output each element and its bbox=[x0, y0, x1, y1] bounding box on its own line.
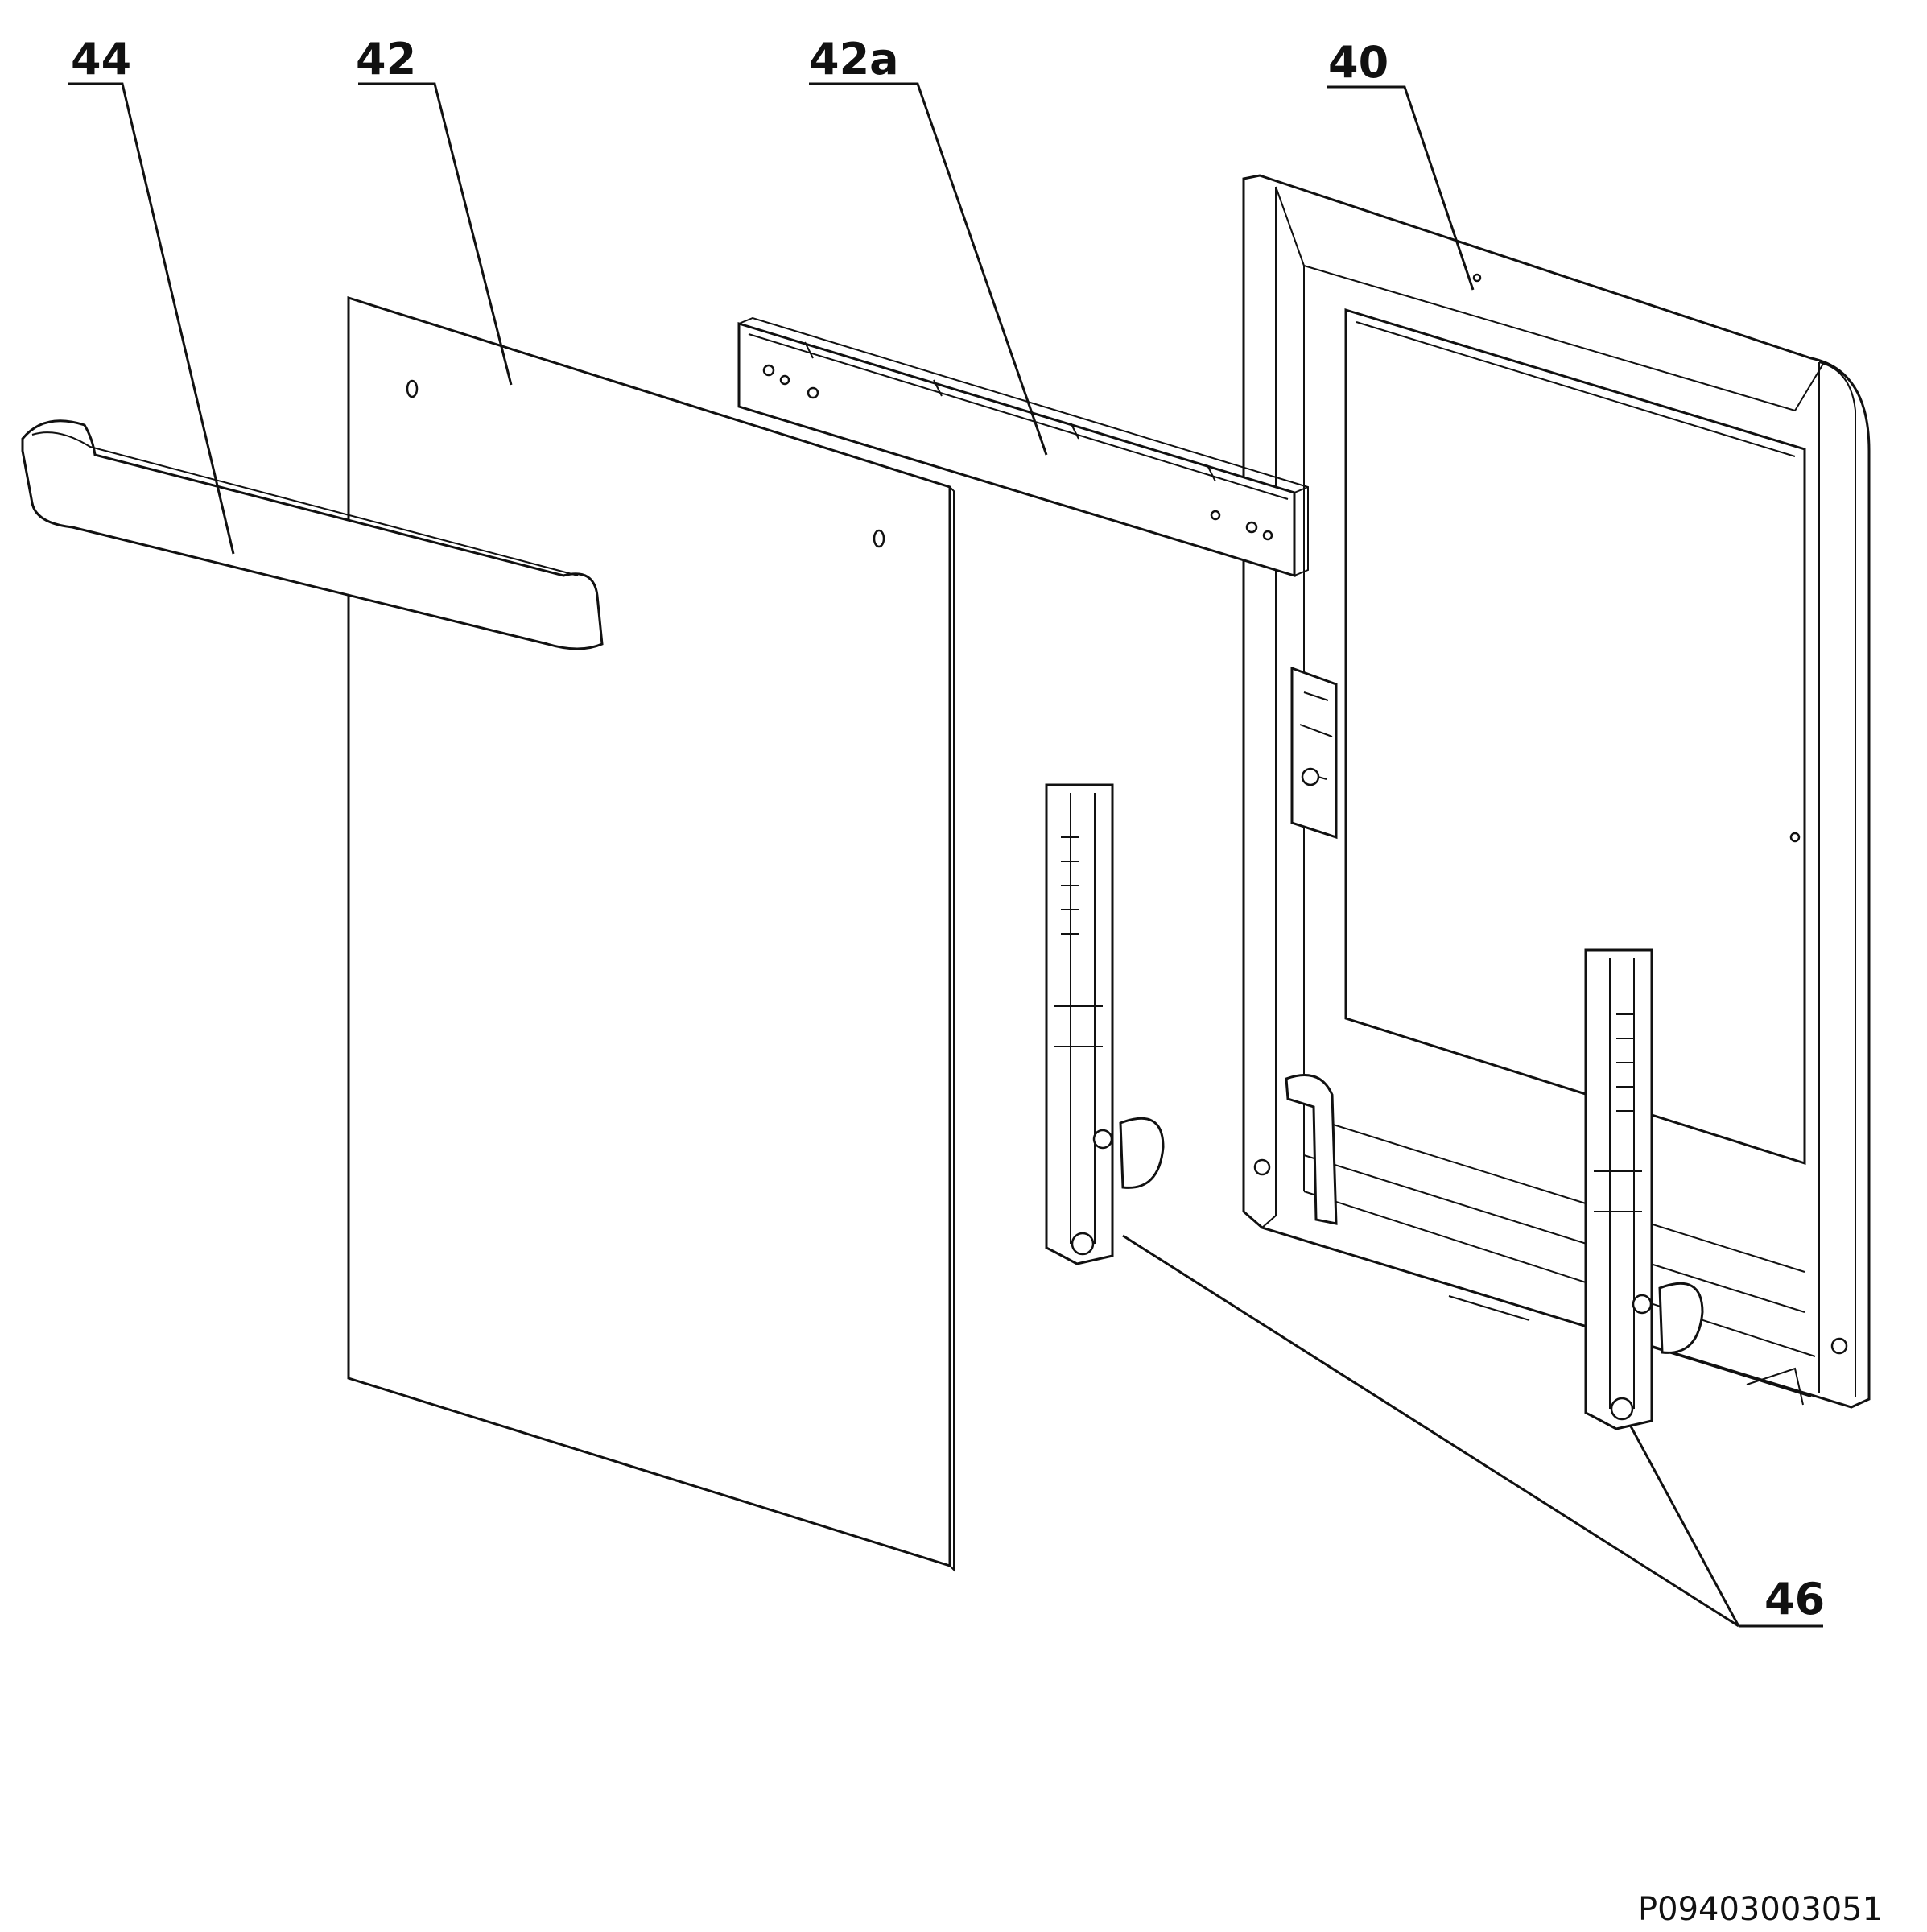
leader-40 bbox=[1327, 85, 1475, 291]
top-trim-part bbox=[737, 316, 1309, 578]
hinge-left-part bbox=[1045, 783, 1165, 1265]
outer-glass-part bbox=[347, 295, 955, 1572]
door-handle-part bbox=[21, 419, 604, 650]
callout-40: 40 bbox=[1328, 37, 1389, 88]
leader-42 bbox=[358, 82, 513, 386]
callout-46: 46 bbox=[1764, 1574, 1825, 1624]
callout-44: 44 bbox=[71, 34, 131, 85]
leader-lines bbox=[68, 82, 1823, 1628]
callout-42: 42 bbox=[356, 34, 416, 85]
hinge-right-part bbox=[1584, 948, 1704, 1430]
leader-42a bbox=[809, 82, 1048, 456]
leader-44 bbox=[68, 82, 235, 555]
leader-46 bbox=[1122, 1234, 1823, 1628]
callout-labels: 44 42 42a 40 46 bbox=[71, 34, 1825, 1624]
callout-42a: 42a bbox=[809, 34, 899, 85]
door-frame-part bbox=[1242, 174, 1871, 1409]
drawing-id: P09403003051 bbox=[1638, 1891, 1883, 1928]
